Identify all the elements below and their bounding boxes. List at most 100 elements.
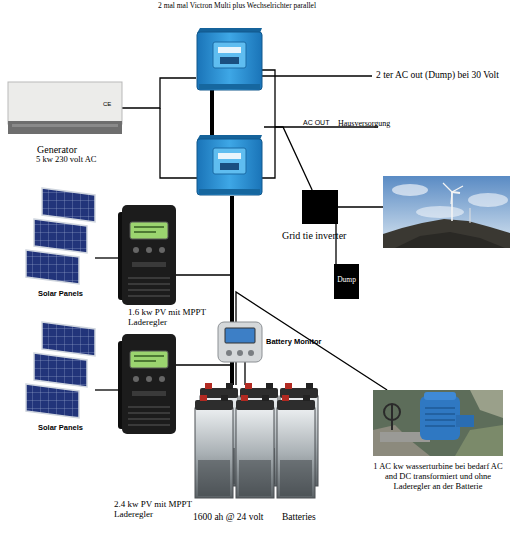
generator-illustration [12,124,118,127]
node-label: 1.6 kw PV mit MPPT Laderegler [128,307,218,328]
charge-controller [134,355,164,357]
solar-panel-array [34,353,87,387]
node-label: Dump [334,276,359,285]
node-label: Generator [37,144,77,156]
charge-controller [146,247,152,253]
annotation-text: CE [103,101,111,108]
water-turbine-photo [424,392,456,400]
water-turbine-photo [391,404,393,430]
device-node: Solar Panels [25,188,95,284]
battery-bank [236,395,274,498]
water-turbine-photo [373,390,503,456]
annotation-text: AC OUT [303,119,329,127]
node-label: Grid tie inverter [282,230,346,242]
dc-bus-wire [210,90,214,135]
node-label: Solar Panels [38,424,83,433]
water-turbine-photo [425,408,455,426]
node-label: 2.4 kw PV mit MPPT Laderegler [114,499,194,520]
power-wire [176,365,232,385]
charge-controller [159,376,165,382]
water-turbine-photo [456,415,474,427]
node-label: 2 mal mal Victron Multi plus Wechselrich… [158,2,316,11]
generator-illustration [8,82,122,124]
grid-tie-box [302,190,338,224]
wire [338,206,383,207]
charge-controller [134,231,156,233]
generator-illustration [8,121,122,134]
charge-controller [118,334,176,434]
wire [262,70,275,178]
device-node: Grid tie inverter [302,190,338,224]
inverter-unit [197,139,262,195]
inverter-unit [197,28,262,90]
power-wire [244,362,245,385]
power-wire [122,78,196,108]
charge-controller [134,226,164,228]
node-label: Batteries [282,512,316,523]
charge-controller [122,205,176,305]
wind-turbine-photo [416,206,464,218]
wind-turbine-photo [451,192,453,221]
solar-panel-array [34,219,87,253]
wind-turbine-photo [383,219,510,248]
battery-monitor-device [248,350,254,356]
inverter-unit [213,42,246,68]
power-wire [264,127,312,190]
grid-tie-box [302,190,338,224]
charge-controller [133,376,139,382]
charge-controller [118,205,176,305]
inverter-unit [220,57,239,64]
device-node: Generator5 kw 230 volt AC [8,82,122,134]
inverter-unit [199,189,260,194]
power-wire [95,389,118,390]
water-turbine-photo [420,396,460,440]
device-node: Dump [334,264,359,299]
wind-turbine-photo [452,186,463,192]
battery-bank [195,395,233,498]
battery-monitor-device [226,350,232,356]
dc-bus-wire [210,90,214,135]
inverter-unit [197,135,262,195]
node-label: Battery Monitor [266,338,321,347]
charge-controller [128,278,170,296]
charge-controller [122,334,176,434]
node-label: 1600 ah @ 24 volt [193,512,264,523]
node-label: Solar Panels [38,290,83,299]
charge-controller [159,247,165,253]
solar-panel-array [26,250,79,284]
wire [160,70,383,207]
device-node: Battery Monitor [218,322,262,362]
charge-controller [130,222,168,239]
battery-monitor-device [225,328,255,343]
solar-panel-array [26,188,95,284]
solar-panel-array [42,188,95,222]
device-node: 1.6 kw PV mit MPPT Laderegler [118,205,176,305]
solar-panel-array [26,384,79,418]
solar-panel-array [42,322,95,356]
water-turbine-photo [470,390,503,418]
wind-turbine-photo [383,176,510,248]
dump-load-box [334,264,359,299]
device-node: 1 AC kw wasserturbine bei bedarf AC and … [373,390,503,456]
inverter-unit [218,153,241,159]
inverter-unit [220,163,239,170]
wind-turbine-photo [470,208,471,223]
wire [160,108,197,178]
dump-load-box [334,264,359,299]
wind-turbine-photo [468,193,508,207]
charge-controller [133,247,139,253]
wind-turbine-photo [451,192,452,204]
solar-panel-array [26,322,95,418]
inverter-unit [218,47,241,53]
wind-turbine-photo [383,176,510,248]
device-node: Solar Panels [25,322,95,418]
power-wire [95,257,118,258]
wind-turbine-photo [392,184,428,196]
wire [262,75,372,76]
wind-turbine-photo [443,183,452,192]
charge-controller [128,407,170,425]
battery-bank [195,383,318,498]
battery-monitor-device [218,322,262,362]
